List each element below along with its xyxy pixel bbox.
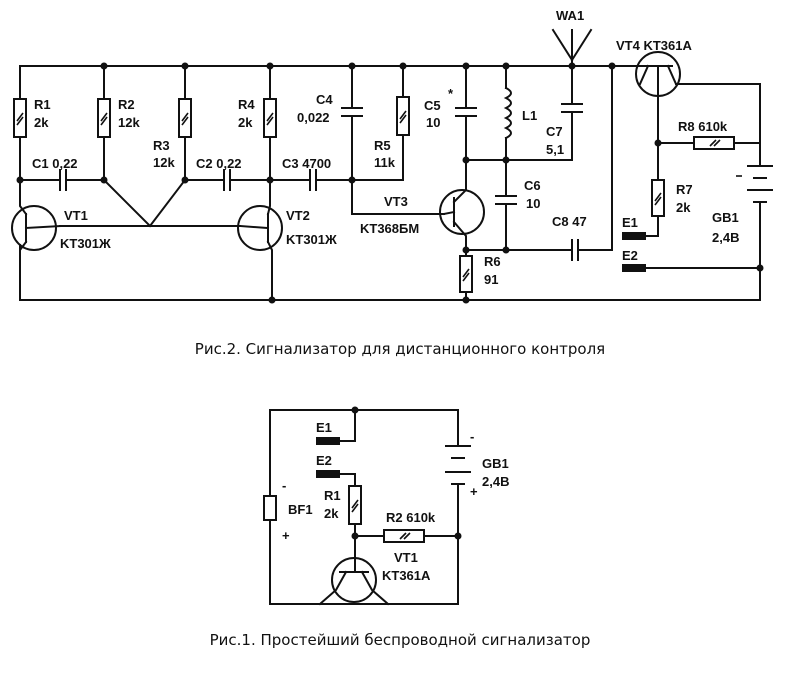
value-r3: 12k [153,155,175,170]
caption-fig1: Рис.1. Простейший беспроводной сигнализа… [209,631,591,649]
value-r4: 2k [238,115,253,130]
label-vt2: VT2 [286,208,310,223]
label-wa1: WA1 [556,8,584,23]
type-vt2: KT301Ж [286,232,337,247]
label-r7: R7 [676,182,693,197]
label-l1: L1 [522,108,537,123]
label-c5: C5 [424,98,441,113]
value-c5: 10 [426,115,440,130]
label-r6: R6 [484,254,501,269]
label-vt3: VT3 [384,194,408,209]
label-c4: C4 [316,92,333,107]
label-r8: R8 610k [678,119,728,134]
label-r4: R4 [238,97,255,112]
value-c7: 5,1 [546,142,564,157]
label-e2: E2 [622,248,638,263]
label-r1: R1 [34,97,51,112]
value-gb1: 2,4В [712,230,739,245]
value-r1: 2k [34,115,49,130]
label-e1: E1 [622,215,638,230]
label-c3: C3 4700 [282,156,331,171]
value-c6: 10 [526,196,540,211]
value-r6: 91 [484,272,498,287]
label-r2: R2 [118,97,135,112]
value-c4: 0,022 [297,110,330,125]
label-c7: C7 [546,124,563,139]
label-r5: R5 [374,138,391,153]
label-c8: C8 47 [552,214,587,229]
label-c6: C6 [524,178,541,193]
value-r5: 11k [374,155,396,170]
caption-fig2: Рис.2. Сигнализатор для дистанционного к… [194,340,606,358]
label-vt1: VT1 [64,208,88,223]
label-c2: C2 0,22 [196,156,242,171]
label-r3: R3 [153,138,170,153]
value-r2: 12k [118,115,140,130]
type-vt1: KT301Ж [60,236,111,251]
c5-star: * [448,86,454,101]
label-vt4: VT4 KT361A [616,38,692,53]
type-vt3: KT368БМ [360,221,419,236]
label-gb1: GB1 [712,210,739,225]
label-c1: C1 0,22 [32,156,78,171]
value-r7: 2k [676,200,691,215]
